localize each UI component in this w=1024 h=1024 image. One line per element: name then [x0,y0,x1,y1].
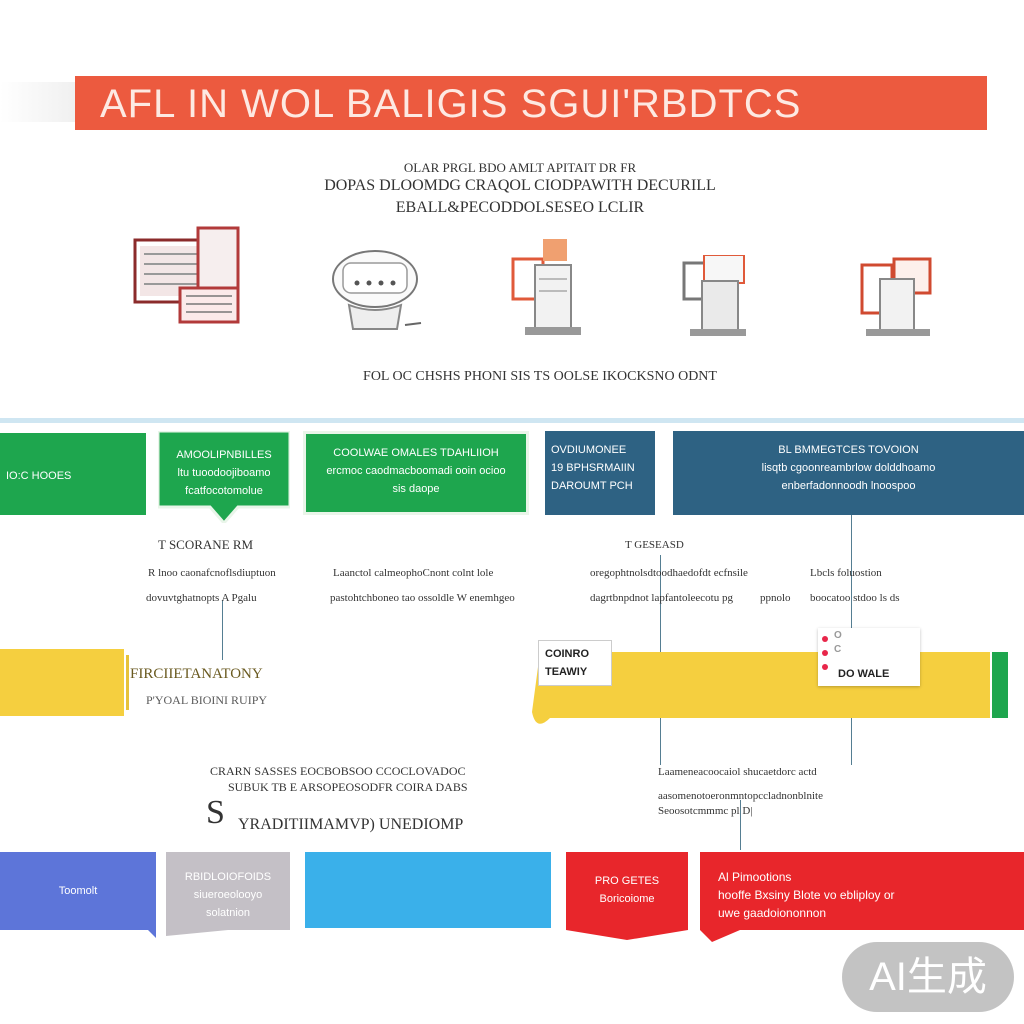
note-line: O [834,630,842,641]
strip-left-subtitle: P'YOAL BIOINI RUIPY [146,693,268,707]
header-2-line-2: ltu tuoodoojiboamo [177,467,271,479]
header-5-line-3: enberfadonnoodh lnoospoo [781,480,916,492]
bottom-box-5: Al Pimootions hooffe Bxsiny Blote vo ebl… [712,862,1012,928]
header-box-5: BL BMMEGTCES TOVOION lisqtb cgoonreambrl… [673,431,1024,515]
header-1-line-1: IO:C HOOES [6,470,72,482]
header-4-line-2: 19 BPHSRMAIIN [551,462,635,474]
column-3-text: ppnolo [760,592,791,604]
column-1-heading: T SCORANE RM [158,537,254,552]
lower-left-text: SUBUK TB E ARSOPEOSODFR COIRA DABS [228,780,468,794]
strip-note-card: O C DO WALE [818,628,920,686]
bottom-box-4: PRO GETES Boricoiome [566,866,688,916]
column-2-text: Laanctol calmeophoCnont colnt lole [333,567,494,579]
header-4-line-1: OVDIUMONEE [551,444,627,456]
header-box-2: AMOOLIPNBILLES ltu tuoodoojiboamo fcatfo… [160,440,288,510]
bottom-5-line-1: Al Pimootions [718,870,792,884]
column-4-text: Lbcls foluostion [810,567,882,579]
sensor-device-icon [332,250,422,330]
bottom-2-line-3: solatnion [205,907,251,919]
note-line: C [834,644,842,655]
bottom-4-line-1: PRO GETES [594,875,660,887]
strip-right-label: COINRO TEAWIY [538,640,612,686]
bottom-2-line-1: RBIDLOIOFOIDS [184,871,272,883]
instrument-unit-icon [860,257,932,336]
strip-right-label-1: COINRO [545,648,589,660]
bottom-2-line-2: siueroeolooyo [193,889,263,901]
control-panel-icon [133,226,240,324]
status-dot [822,650,828,656]
header-3-line-2: ercmoc caodmacboomadi ooin ocioo [326,465,506,477]
strip-right-label-2: TEAWIY [545,666,588,678]
column-3-heading: T GESEASD [625,539,684,551]
icon-row-caption: FOL OC CHSHS PHONI SIS TS OOLSE IKOCKSNO… [363,369,717,384]
header-box-2-shape [158,431,290,523]
column-3-text: oregophtnolsdtoodhaedofdt ecfnsile [590,567,748,579]
header-4-line-3: DAROUMT PCH [551,480,633,492]
header-box-3: COOLWAE OMALES TDAHLIIOH ercmoc caodmacb… [303,431,529,515]
lower-left-text: CRARN SASSES EOCBOBSOO CCOCLOVADOC [210,764,466,778]
header-5-line-1: BL BMMEGTCES TOVOION [778,444,919,456]
bottom-4-line-2: Boricoiome [599,893,655,905]
bottom-row-shapes [0,852,1024,942]
header-3-line-3: sis daope [392,483,440,495]
status-dot [822,664,828,670]
lower-right-text: Laameneacoocaiol shucaetdorc actd [658,766,817,778]
header-2-line-3: fcatfocotomolue [185,485,263,497]
title-banner [75,76,987,130]
status-dot [822,636,828,642]
subtitle-line-3: EBALL&PECODDOLSESEO LCLIR [395,199,645,216]
column-3-text: dagrtbnpdnot lapfantoleecotu pg [590,592,733,604]
ai-generated-badge: AI生成 [842,942,1014,1012]
subtitle-line-2: DOPAS DLOOMDG CRAQOL CIODPAWITH DECURILL [324,177,716,194]
bottom-5-line-2: hooffe Bxsiny Blote vo ebliploy or [718,888,895,902]
header-2-line-1: AMOOLIPNBILLES [176,449,272,461]
bottom-box-2: RBIDLOIOFOIDS siueroeolooyo solatnion [166,862,290,928]
column-2-text: pastohtchboneo tao ossoldle W enemhgeo [330,592,515,604]
header-box-4: OVDIUMONEE 19 BPHSRMAIIN DAROUMT PCH [545,431,655,515]
strip-left-block [0,649,124,716]
lower-left-initial: S [206,794,225,831]
column-4-text: boocatoo stdoo ls ds [810,592,900,604]
connector-line [222,600,223,660]
header-3-line-1: COOLWAE OMALES TDAHLIIOH [333,447,499,459]
strip-left-title: FIRCIIETANATONY [130,666,263,682]
subtitle-line-1: OLAR PRGL BDO AMLT APITAIT DR FR [403,160,637,175]
bottom-5-line-3: uwe gaadoiononnon [718,906,827,920]
lower-right-text: Seoosotcmmmc pl D| [658,805,753,817]
column-1-text: R lnoo caonafcnoflsdiuptuon [148,567,276,579]
note-word: DO WALE [838,668,890,680]
lab-equipment-icon [511,239,581,335]
lower-right-text: aasomenotoeronmntopccladnonblnite [658,790,823,802]
section-divider [0,418,1024,423]
lower-left-title: YRADITIIMAMVP) UNEDIOMP [238,816,464,833]
page-title: AFL IN WOL BALIGIS SGUI'RBDTCS [100,82,802,126]
column-1-text: dovuvtghatnopts A Pgalu [146,592,257,604]
header-5-line-2: lisqtb cgoonreambrlow dolddhoamo [761,462,936,474]
banner-fade [0,82,75,122]
connector-line [740,800,741,850]
bottom-box-3 [305,870,551,910]
monitor-station-icon [682,255,746,336]
strip-left-marker [126,655,129,710]
bottom-1-line-1: Toomolt [58,885,98,897]
bottom-box-1: Toomolt [0,876,156,906]
header-box-1: IO:C HOOES [0,433,146,515]
